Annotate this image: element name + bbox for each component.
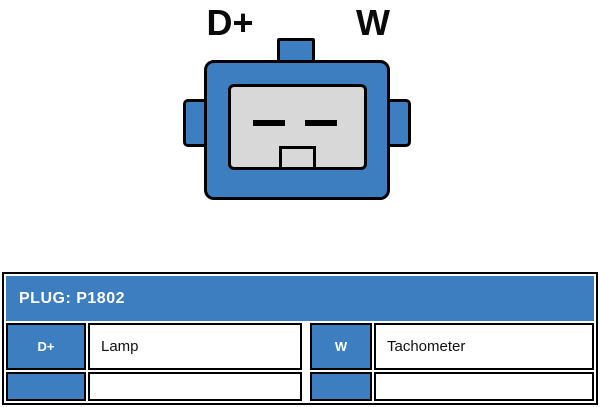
- desc-cell-lamp: Lamp: [88, 323, 302, 370]
- connector-body: [204, 60, 390, 200]
- table-row: [6, 371, 594, 401]
- connector-key-notch: [279, 146, 316, 170]
- pin-label-dplus: D+: [206, 2, 254, 43]
- pin-cell-w: W: [310, 323, 372, 370]
- pin-cell-empty: [6, 371, 86, 401]
- desc-cell-empty: [88, 371, 302, 401]
- pin-label-w: W: [356, 2, 390, 43]
- connector-socket: [228, 84, 367, 170]
- pin-cell-dplus: D+: [6, 323, 86, 370]
- pin-slot-dplus: [253, 120, 285, 126]
- pin-cell-empty: [310, 371, 372, 401]
- plug-table-title: PLUG: P1802: [6, 276, 594, 321]
- pin-slot-w: [305, 120, 337, 126]
- table-row: D+ Lamp W Tachometer: [6, 323, 594, 370]
- plug-table: PLUG: P1802 D+ Lamp W Tachometer: [2, 272, 598, 405]
- desc-cell-empty: [374, 371, 594, 401]
- desc-cell-tachometer: Tachometer: [374, 323, 594, 370]
